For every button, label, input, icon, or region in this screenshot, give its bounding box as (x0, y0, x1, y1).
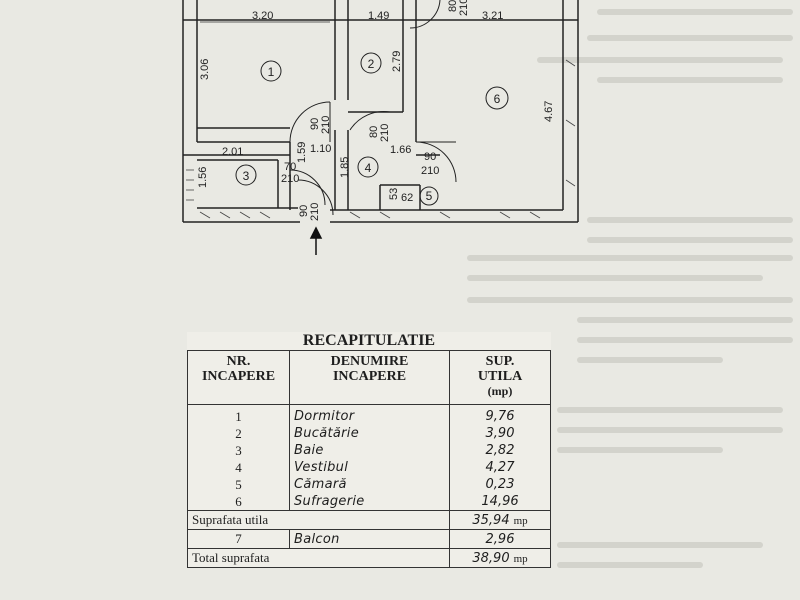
door-2-width: 80 (368, 126, 380, 138)
door-4-width: 90 (424, 151, 436, 163)
row-name: Sufragerie (289, 493, 450, 511)
table-row: 5 Cămară 0,23 (187, 476, 552, 493)
dim-hall-1-59: 1.59 (296, 142, 308, 163)
dim-vest-1-85: 1.85 (339, 157, 351, 178)
table-row: 4 Vestibul 4,27 (187, 459, 552, 476)
room-markers (235, 52, 509, 206)
header-nr-line2: INCAPERE (201, 369, 276, 384)
room-numbers: 1 2 3 4 5 6 (243, 57, 501, 203)
useful-area-value: 35,94 (472, 512, 510, 528)
row-area: 4,27 (448, 459, 552, 476)
room-marker-1 (260, 60, 282, 82)
door-2-height: 210 (379, 124, 391, 142)
walls (182, 0, 579, 223)
room-number-3: 3 (243, 169, 250, 183)
door-1-height: 210 (320, 116, 332, 134)
header-area: SUP. UTILA (mp) (448, 350, 552, 405)
dim-bath-width: 2.01 (222, 146, 243, 158)
room-marker-4 (357, 156, 379, 178)
room-number-6: 6 (494, 92, 501, 106)
dim-room1-height: 3.06 (199, 59, 211, 80)
header-nr: NR. INCAPERE (187, 350, 290, 405)
balcony-row: 7 Balcon 2,96 (187, 529, 552, 549)
door-labels: 90 210 80 210 70 210 90 210 90 210 80 21… (281, 0, 470, 221)
dim-hall-1-10: 1.10 (310, 143, 331, 155)
header-name-line1: DENUMIRE (330, 354, 409, 369)
room-number-2: 2 (368, 57, 375, 71)
room-marker-6 (485, 86, 509, 110)
entrance-arrow (309, 226, 323, 255)
row-nr: 4 (187, 459, 290, 476)
dim-pantry-53: 53 (388, 188, 400, 200)
row-nr: 2 (187, 425, 290, 442)
row-nr: 5 (187, 476, 290, 493)
row-name: Vestibul (289, 459, 450, 476)
useful-area-label: Suprafata utila (187, 510, 450, 530)
row-name: Cămară (289, 476, 450, 493)
useful-area-unit: mp (513, 514, 528, 527)
header-name: DENUMIRE INCAPERE (289, 350, 450, 405)
door-5-height: 210 (309, 203, 321, 221)
dim-room2-width: 1.49 (368, 10, 389, 22)
dimension-labels: 3.20 1.49 3.21 3.06 2.79 4.67 1.59 1.10 … (197, 10, 555, 204)
faded-background-text (467, 9, 793, 568)
header-area-unit: (mp) (487, 384, 513, 398)
dim-vest-1-66: 1.66 (390, 144, 411, 156)
table-row: 3 Baie 2,82 (187, 442, 552, 459)
total-area-label: Total suprafata (187, 548, 450, 568)
wall-hatching (186, 59, 576, 219)
room-marker-5 (419, 186, 439, 206)
door-6-width: 80 (447, 0, 459, 12)
row-name: Dormitor (289, 404, 450, 425)
door-swings (289, 0, 457, 216)
row-nr: 3 (187, 442, 290, 459)
recap-title: RECAPITULATIE (302, 332, 436, 349)
header-area-line1: SUP. (485, 354, 515, 369)
row-nr: 1 (187, 404, 290, 425)
room-number-5: 5 (426, 189, 433, 203)
room-marker-3 (235, 164, 257, 186)
dim-room2-height: 2.79 (391, 51, 403, 72)
dim-room6-height: 4.67 (543, 101, 555, 122)
row-area: 14,96 (448, 493, 552, 511)
row-area: 2,82 (448, 442, 552, 459)
row-name: Baie (289, 442, 450, 459)
row-area: 0,23 (448, 476, 552, 493)
dim-pantry-62: 62 (401, 192, 413, 204)
row-area: 3,90 (448, 425, 552, 442)
door-5-width: 90 (298, 205, 310, 217)
row-name: Bucătărie (289, 425, 450, 442)
dim-room1-width: 3.20 (252, 10, 273, 22)
header-area-line2: UTILA (477, 369, 523, 384)
header-name-line2: INCAPERE (332, 369, 407, 384)
room-number-1: 1 (268, 65, 275, 79)
header-nr-line1: NR. (226, 354, 251, 369)
door-6-height: 210 (458, 0, 470, 16)
door-3-height: 210 (281, 173, 299, 185)
recapitulation-table: RECAPITULATIE NR. INCAPERE DENUMIRE INCA… (187, 332, 552, 568)
door-3-width: 70 (284, 161, 296, 173)
table-row: 6 Sufragerie 14,96 (187, 493, 552, 511)
recap-header-row: NR. INCAPERE DENUMIRE INCAPERE SUP. UTIL… (187, 350, 552, 405)
row-area: 9,76 (448, 404, 552, 425)
dim-room6-width: 3.21 (482, 10, 503, 22)
row-nr: 6 (187, 493, 290, 511)
table-row: 1 Dormitor 9,76 (187, 404, 552, 425)
total-area-unit: mp (513, 552, 528, 565)
room-marker-2 (360, 52, 382, 74)
dim-bath-height: 1.56 (197, 167, 209, 188)
door-4-height: 210 (421, 165, 439, 177)
total-area-value: 38,90 (472, 550, 510, 566)
balcony-area: 2,96 (448, 529, 552, 549)
room-number-4: 4 (365, 161, 372, 175)
door-1-width: 90 (309, 118, 321, 130)
table-row: 2 Bucătărie 3,90 (187, 425, 552, 442)
balcony-name: Balcon (289, 529, 450, 549)
balcony-nr: 7 (187, 529, 290, 549)
